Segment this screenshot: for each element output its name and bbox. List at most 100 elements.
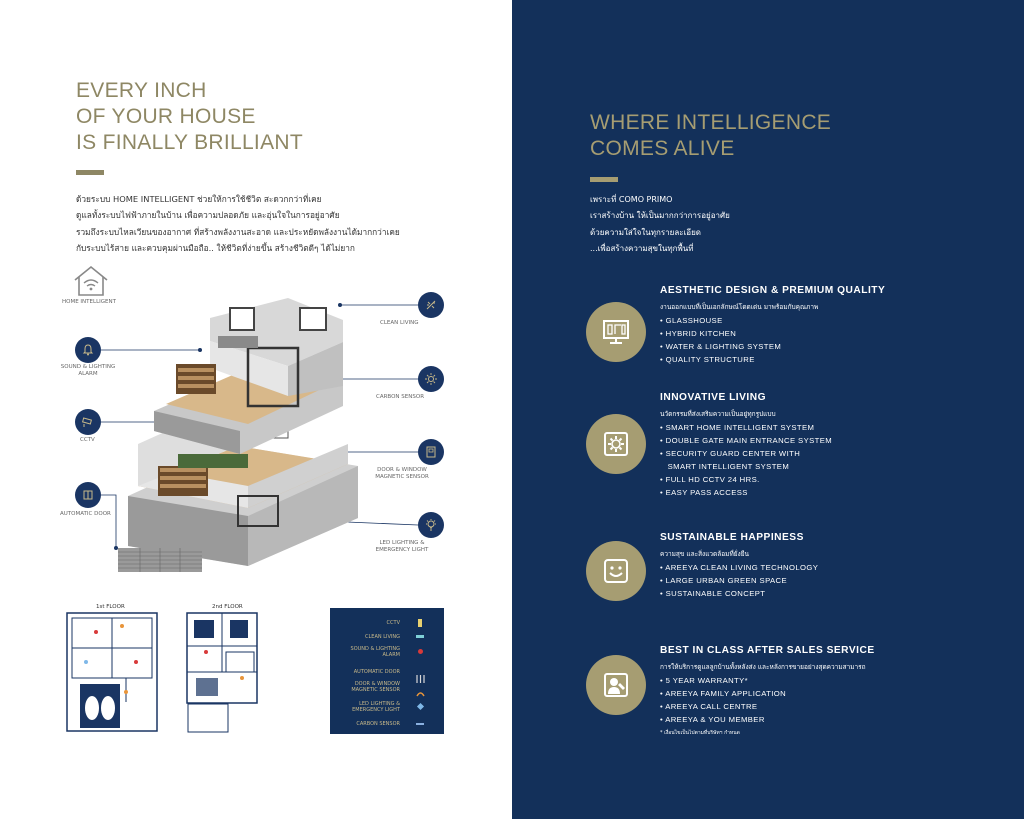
section-subtitle: งานออกแบบที่เป็นเอกลักษณ์โดดเด่น มาพร้อม…: [660, 303, 819, 311]
section-title: AESTHETIC DESIGN & PREMIUM QUALITY: [660, 285, 886, 296]
automatic-door-icon: [75, 482, 101, 508]
section-subtitle: ความสุข และสิ่งแวดล้อมที่ยั่งยืน: [660, 550, 749, 558]
right-paragraph: เพราะที่ COMO PRIMO เราสร้างบ้าน ให้เป็น…: [590, 192, 890, 258]
section-list: • AREEYA CLEAN LIVING TECHNOLOGY • LARGE…: [660, 561, 1010, 600]
left-title-divider: [76, 170, 104, 175]
list-item: • WATER & LIGHTING SYSTEM: [660, 342, 782, 351]
carbon-marker-icon: [416, 723, 424, 725]
design-board-icon: [586, 302, 646, 362]
door-window-sensor-icon: [418, 439, 444, 465]
list-item: • AREEYA CALL CENTRE: [660, 702, 758, 711]
left-paragraph: ด้วยระบบ HOME INTELLIGENT ช่วยให้การใช้ช…: [76, 191, 496, 256]
list-item: • FULL HD CCTV 24 HRS.: [660, 475, 760, 484]
left-paragraph-line: กับระบบไร้สาย และควบคุมผ่านมือถือ.. ให้ช…: [76, 242, 355, 253]
list-item: • EASY PASS ACCESS: [660, 488, 748, 497]
legend-row-carbon: CARBON SENSOR: [330, 718, 444, 732]
left-paragraph-line: ด้วยระบบ HOME INTELLIGENT ช่วยให้การใช้ช…: [76, 194, 322, 204]
floor2-plan: [186, 612, 258, 733]
carbon-sensor-icon: [418, 366, 444, 392]
home-wifi-icon: [74, 265, 108, 296]
clean-living-marker-icon: [416, 635, 424, 638]
list-item: • AREEYA FAMILY APPLICATION: [660, 689, 787, 698]
right-paragraph-line: เราสร้างบ้าน ให้เป็นมากกว่าการอยู่อาศัย: [590, 211, 730, 221]
led-marker-icon: [416, 702, 425, 711]
section-sustainable: SUSTAINABLE HAPPINESS ความสุข และสิ่งแวด…: [660, 532, 1010, 600]
section-list: • GLASSHOUSE • HYBRID KITCHEN • WATER & …: [660, 314, 1010, 366]
section-subtitle: นวัตกรรมที่ส่งเสริมความเป็นอยู่ทุกรูปแบบ: [660, 410, 776, 418]
right-title-divider: [590, 177, 618, 182]
smiley-icon: [586, 541, 646, 601]
list-item: • QUALITY STRUCTURE: [660, 355, 755, 364]
service-person-icon: [586, 655, 646, 715]
list-item: SMART INTELLIGENT SYSTEM: [660, 462, 790, 471]
list-item: • SECURITY GUARD CENTER WITH: [660, 449, 801, 458]
list-item: • SUSTAINABLE CONCEPT: [660, 589, 766, 598]
clean-living-label: CLEAN LIVING: [380, 320, 419, 326]
floor2-label: 2nd FLOOR: [212, 604, 243, 610]
legend-label: DOOR & WINDOW MAGNETIC SENSOR: [351, 681, 400, 693]
legend-row-door-window: DOOR & WINDOW MAGNETIC SENSOR: [330, 680, 444, 698]
right-page: WHERE INTELLIGENCE COMES ALIVE เพราะที่ …: [512, 0, 1024, 819]
cctv-camera-icon: [75, 409, 101, 435]
section-list: • 5 YEAR WARRANTY* • AREEYA FAMILY APPLI…: [660, 674, 1010, 726]
warranty-note: * เงื่อนไขเป็นไปตามที่บริษัทฯ กำหนด: [660, 730, 740, 736]
legend-label: AUTOMATIC DOOR: [353, 669, 400, 675]
auto-door-marker-icon: [416, 668, 425, 683]
right-title-line-2: COMES ALIVE: [590, 137, 735, 160]
clean-living-icon: [418, 292, 444, 318]
legend-label: CLEAN LIVING: [365, 634, 400, 640]
automatic-door-label: AUTOMATIC DOOR: [60, 511, 111, 517]
door-window-label: DOOR & WINDOW MAGNETIC SENSOR: [375, 467, 429, 480]
home-intelligent-label: HOME INTELLIGENT: [62, 299, 116, 305]
legend-label: CARBON SENSOR: [356, 721, 400, 727]
list-item: • HYBRID KITCHEN: [660, 329, 737, 338]
left-paragraph-line: ดูแลทั้งระบบไฟฟ้าภายในบ้าน เพื่อความปลอด…: [76, 210, 340, 221]
section-title: INNOVATIVE LIVING: [660, 392, 767, 403]
right-paragraph-line: ด้วยความใส่ใจในทุกรายละเอียด: [590, 227, 701, 237]
left-title-line-2: OF YOUR HOUSE: [76, 105, 256, 128]
legend-row-auto-door: AUTOMATIC DOOR: [330, 665, 444, 683]
list-item: • SMART HOME INTELLIGENT SYSTEM: [660, 423, 815, 432]
floor1-label: 1st FLOOR: [96, 604, 125, 610]
right-paragraph-line: ...เพื่อสร้างความสุขในทุกพื้นที่: [590, 244, 694, 254]
magnetic-sensor-marker-icon: [416, 683, 425, 697]
legend-box: CCTV CLEAN LIVING SOUND & LIGHTING ALARM…: [330, 608, 444, 734]
gear-icon: [586, 414, 646, 474]
alarm-marker-icon: [418, 649, 423, 654]
cctv-label: CCTV: [80, 437, 95, 443]
legend-label: SOUND & LIGHTING ALARM: [350, 646, 400, 658]
section-list: • SMART HOME INTELLIGENT SYSTEM • DOUBLE…: [660, 421, 1010, 499]
left-page: EVERY INCH OF YOUR HOUSE IS FINALLY BRIL…: [60, 78, 496, 734]
left-title: EVERY INCH OF YOUR HOUSE IS FINALLY BRIL…: [76, 78, 303, 156]
left-paragraph-line: รวมถึงระบบไหลเวียนของอากาศ ที่สร้างพลังง…: [76, 226, 400, 237]
house-cutaway-illustration: [118, 298, 358, 572]
legend-row-cctv: CCTV: [330, 616, 444, 630]
legend-row-led: LED LIGHTING & EMERGENCY LIGHT: [330, 700, 444, 718]
section-innovative: INNOVATIVE LIVING นวัตกรรมที่ส่งเสริมควา…: [660, 392, 1010, 499]
legend-row-clean-living: CLEAN LIVING: [330, 630, 444, 644]
floor1-plan: [66, 612, 158, 732]
carbon-sensor-label: CARBON SENSOR: [376, 394, 425, 400]
section-after-sales: BEST IN CLASS AFTER SALES SERVICE การให้…: [660, 645, 1010, 737]
led-light-icon: [418, 512, 444, 538]
right-title-line-1: WHERE INTELLIGENCE: [590, 111, 832, 134]
list-item: • LARGE URBAN GREEN SPACE: [660, 576, 788, 585]
cctv-marker-icon: [418, 619, 422, 627]
section-subtitle: การให้บริการดูแลลูกบ้านทั้งหลังส่ง และหล…: [660, 663, 866, 671]
section-aesthetic: AESTHETIC DESIGN & PREMIUM QUALITY งานออ…: [660, 285, 1010, 366]
section-title: BEST IN CLASS AFTER SALES SERVICE: [660, 645, 875, 656]
list-item: • DOUBLE GATE MAIN ENTRANCE SYSTEM: [660, 436, 833, 445]
left-title-line-1: EVERY INCH: [76, 79, 207, 102]
list-item: • 5 YEAR WARRANTY*: [660, 676, 749, 685]
alarm-icon: [75, 337, 101, 363]
sound-lighting-label: SOUND & LIGHTING ALARM: [60, 364, 116, 377]
legend-label: LED LIGHTING & EMERGENCY LIGHT: [352, 701, 400, 713]
list-item: • AREEYA CLEAN LIVING TECHNOLOGY: [660, 563, 819, 572]
legend-row-sound: SOUND & LIGHTING ALARM: [330, 645, 444, 663]
right-paragraph-line: เพราะที่ COMO PRIMO: [590, 195, 673, 204]
list-item: • GLASSHOUSE: [660, 316, 723, 325]
section-title: SUSTAINABLE HAPPINESS: [660, 532, 804, 543]
list-item: • AREEYA & YOU MEMBER: [660, 715, 765, 724]
legend-label: CCTV: [386, 620, 400, 626]
left-title-line-3: IS FINALLY BRILLIANT: [76, 131, 303, 154]
